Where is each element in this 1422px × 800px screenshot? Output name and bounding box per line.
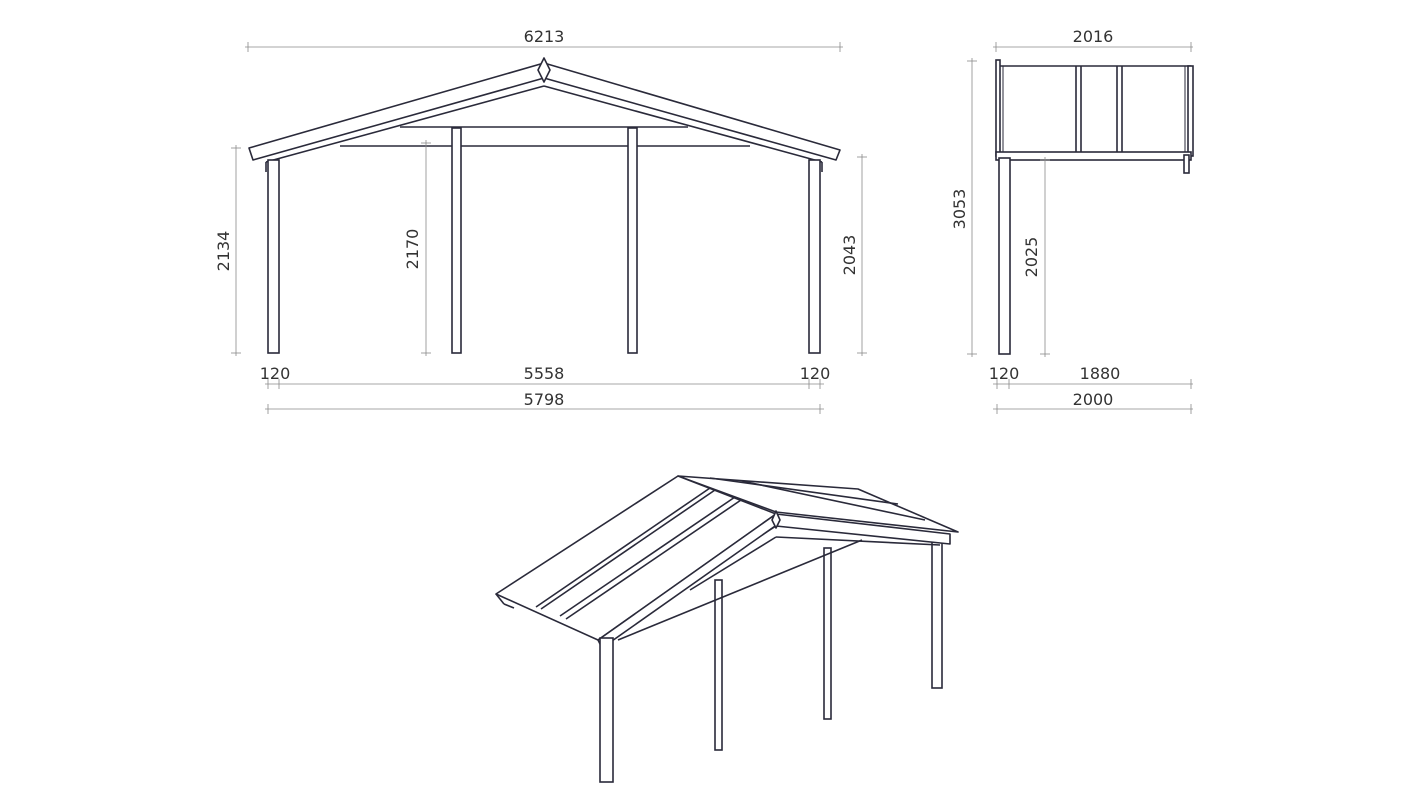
dim-base-width: 5798	[524, 390, 565, 409]
dim-roof-width: 2016	[1073, 27, 1114, 46]
side-post	[998, 157, 1011, 355]
dim-left-height: 2134	[214, 231, 233, 272]
dim-base-depth: 2000	[1073, 390, 1114, 409]
dim-side-post: 120	[989, 364, 1020, 383]
perspective-post-front	[599, 637, 614, 783]
front-view: 6213 2134 2170 2043 120 5558 120 5	[214, 27, 867, 414]
perspective-roof-near	[495, 475, 781, 649]
side-view: 2016 3053 2025 120 1880 2000	[950, 27, 1194, 414]
dim-middle-height: 2170	[403, 229, 422, 270]
dim-right-post: 120	[800, 364, 831, 383]
front-post-left	[267, 159, 280, 354]
front-post-mid-right	[627, 127, 638, 354]
dim-span: 5558	[524, 364, 565, 383]
dim-right-height: 2043	[840, 235, 859, 276]
front-post-right	[808, 159, 821, 354]
dim-clear-height: 2025	[1022, 237, 1041, 278]
dim-left-post: 120	[260, 364, 291, 383]
front-post-mid-left	[451, 127, 462, 354]
front-dimensions: 6213 2134 2170 2043 120 5558 120 5	[214, 27, 867, 414]
dim-total-height: 3053	[950, 189, 969, 230]
side-roof	[995, 59, 1194, 174]
dim-depth: 1880	[1080, 364, 1121, 383]
dim-overall-width: 6213	[524, 27, 565, 46]
perspective-post-back-right	[931, 535, 943, 689]
perspective-view	[495, 475, 959, 783]
side-dimensions: 2016 3053 2025 120 1880 2000	[950, 27, 1193, 414]
perspective-post-mid-left	[714, 579, 723, 751]
perspective-post-mid-right	[823, 547, 832, 720]
front-roof	[248, 57, 841, 172]
